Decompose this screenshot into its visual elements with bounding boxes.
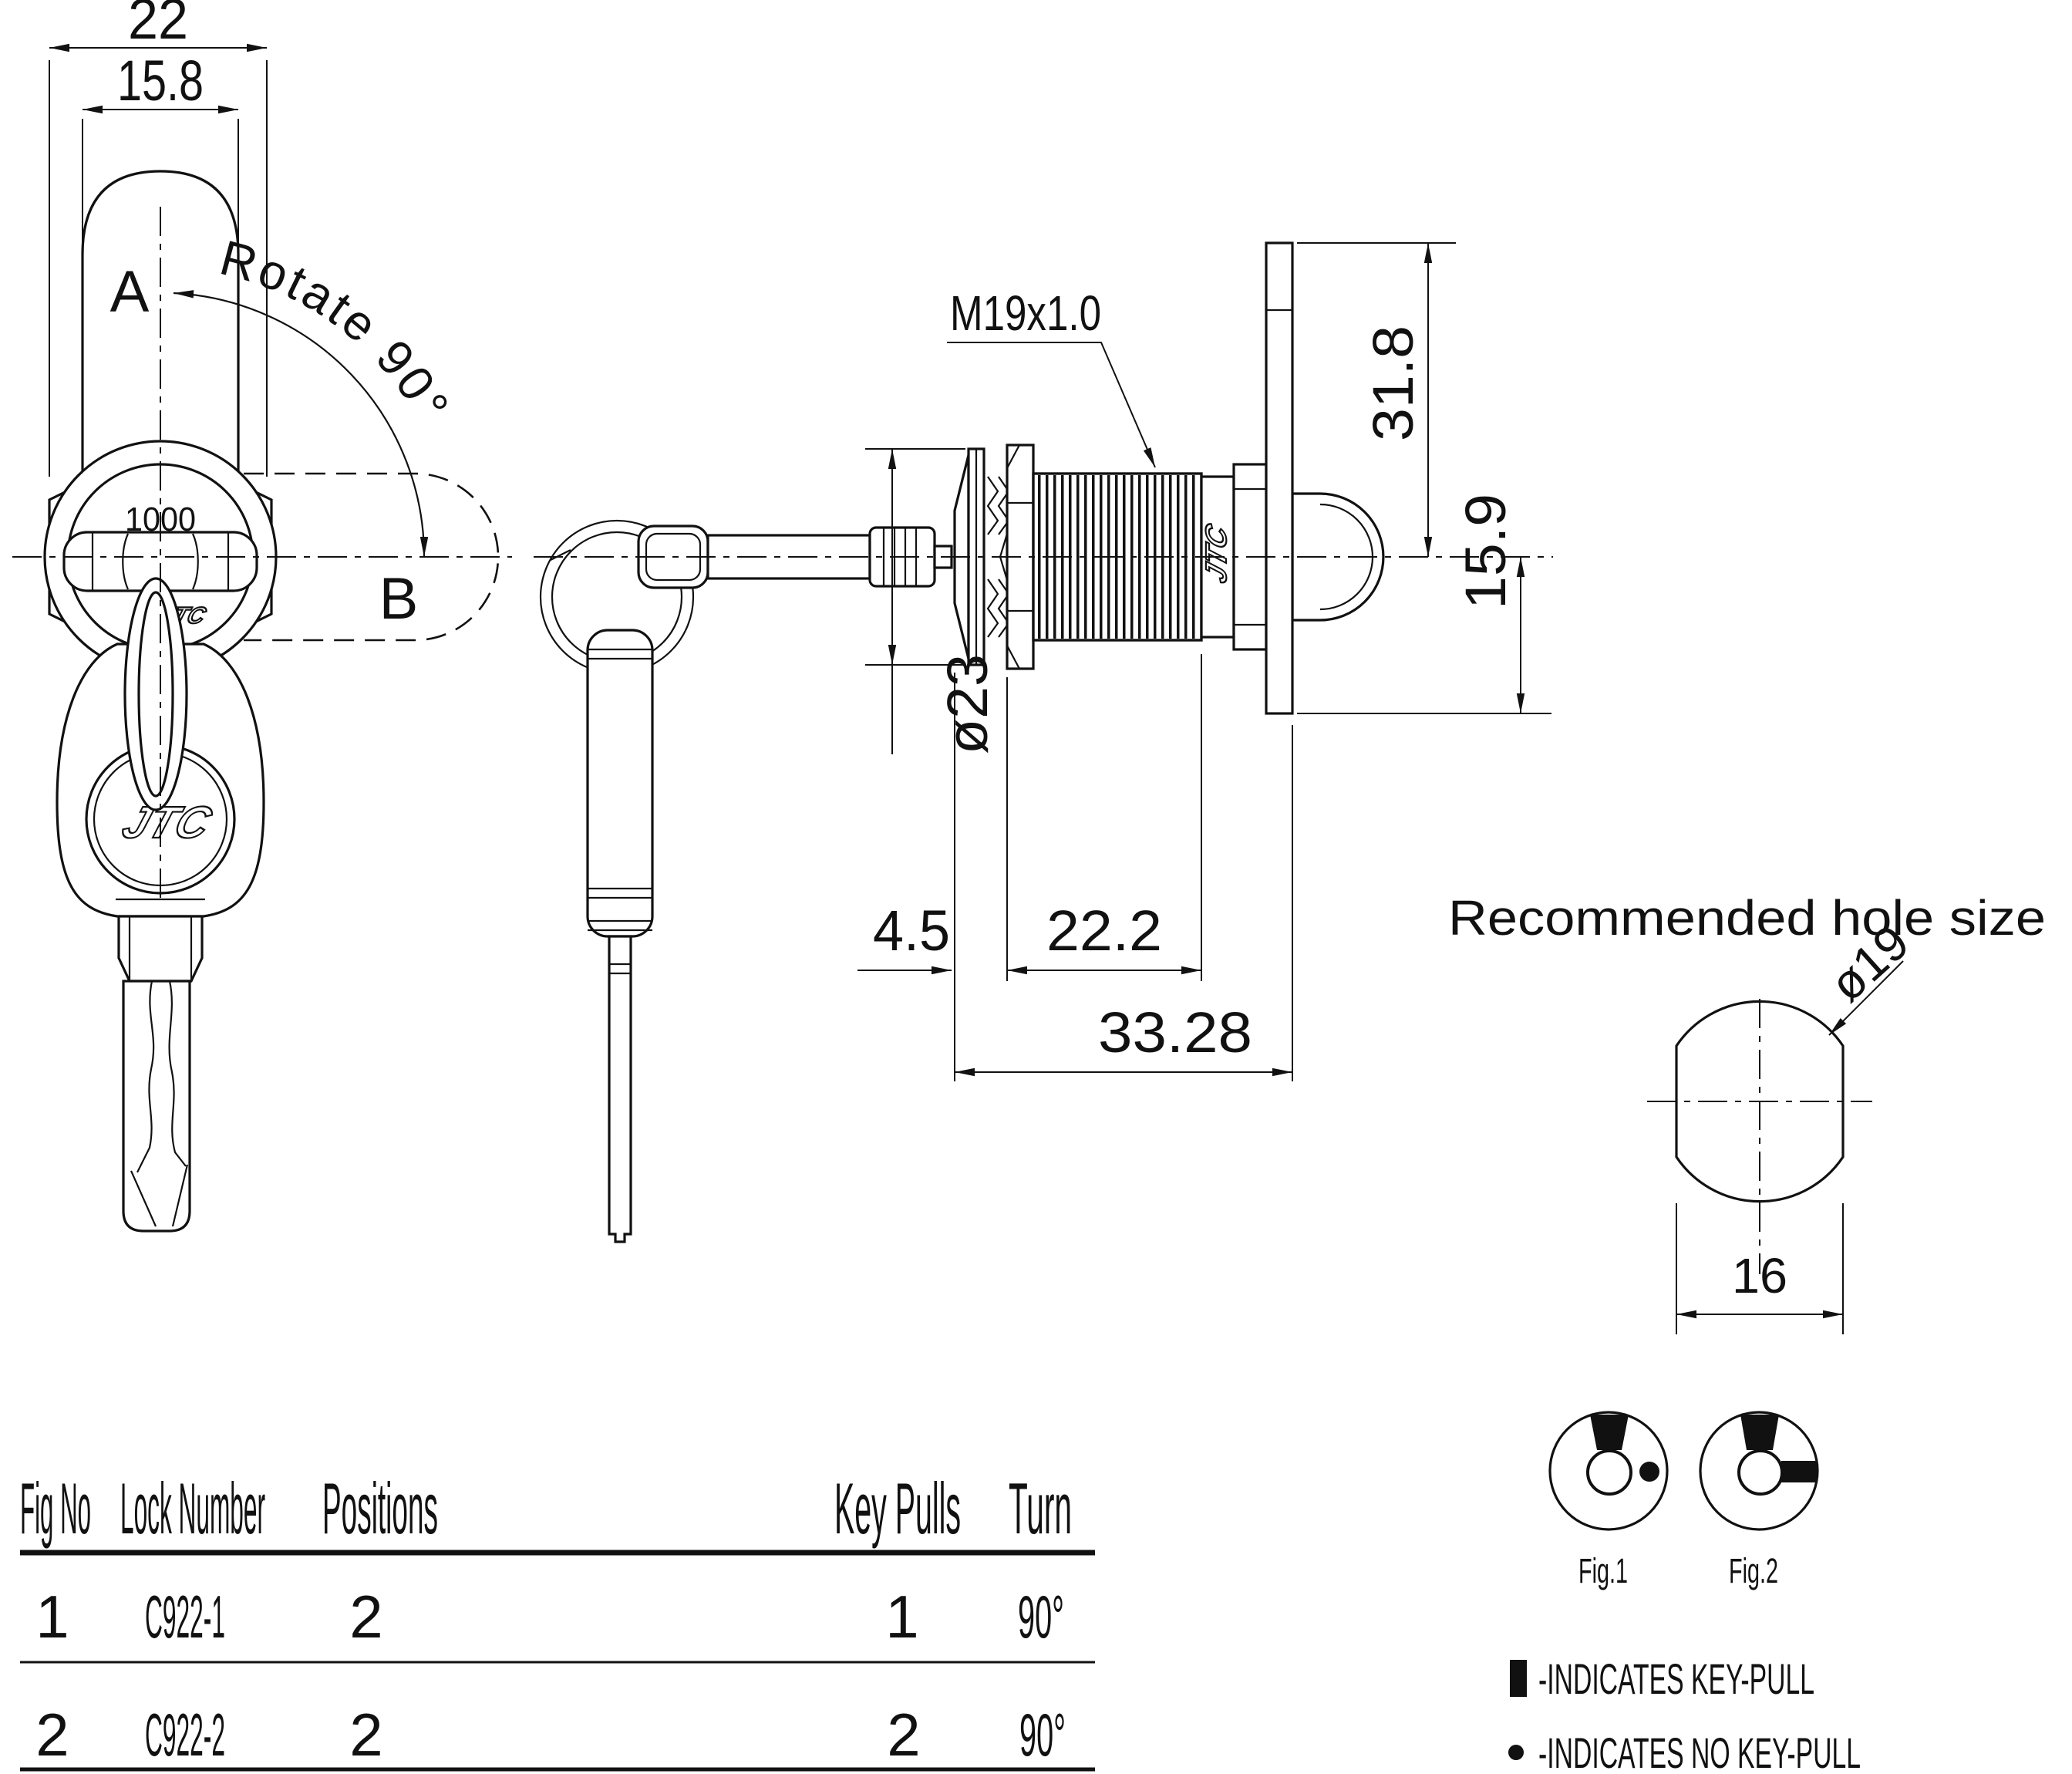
key-head-grip-detail	[91, 532, 230, 591]
vkey-bow-bands	[588, 648, 652, 932]
table-header-fig-no: Fig No	[20, 1468, 91, 1549]
fig1-label: Fig.1	[1578, 1551, 1628, 1590]
dim-15-8-extension-lines	[82, 119, 239, 275]
rotate-note-text: Rotate 90°	[214, 230, 458, 433]
fig2-symbol: Fig.2	[1699, 1411, 1819, 1590]
key-collar-lines	[128, 916, 193, 981]
row1-key-pulls: 1	[885, 1583, 918, 1651]
row1-turn: 90°	[1018, 1583, 1064, 1651]
dim-31-8-text: 31.8	[1361, 325, 1425, 441]
dim-22-2-text: 22.2	[1046, 899, 1162, 963]
table-header-turn: Turn	[1009, 1468, 1072, 1549]
fig2-keypull-bar-right-icon	[1781, 1461, 1817, 1482]
label-position-b: B	[379, 566, 419, 632]
dim-31-8: 31.8	[1297, 242, 1456, 557]
fig1-keypull-bar-icon	[1590, 1415, 1629, 1450]
chain-extension-lines	[954, 654, 1293, 1081]
dim-33-28-text: 33.28	[1098, 1000, 1252, 1064]
dim-15-8: 15.8	[82, 49, 239, 275]
key-ring-split-mark	[550, 549, 571, 561]
legend: -INDICATES KEY-PULL -INDICATES NO KEY-PU…	[1508, 1654, 1861, 1774]
double-d-hole-outline	[1675, 1000, 1845, 1203]
spec-table: Fig No Lock Number Positions Key Pulls T…	[20, 1468, 1095, 1772]
hex-nut-side-facets	[999, 444, 1033, 669]
rotate-arc	[173, 290, 429, 558]
dim-4-5-text: 4.5	[873, 899, 950, 963]
row2-turn: 90°	[1019, 1701, 1066, 1769]
row1-fig-no: 1	[35, 1583, 69, 1651]
fob-brand-logo: JTC	[116, 797, 218, 847]
ring-loop-inner	[137, 591, 174, 798]
dim-23-extensions	[865, 448, 965, 666]
thread-spec-leader	[947, 342, 1156, 468]
vkey-blade-bands	[609, 963, 631, 975]
legend-keypull-text: -INDICATES KEY-PULL	[1538, 1654, 1814, 1703]
table-row-2: 2 C922-2 2 2 90°	[35, 1701, 1066, 1769]
row1-positions: 2	[349, 1583, 382, 1651]
dim-flange-dia: ø23	[865, 448, 999, 754]
fig2-plug-circle	[1737, 1449, 1784, 1496]
fig2-label: Fig.2	[1729, 1551, 1778, 1590]
fig1-symbol: Fig.1	[1548, 1411, 1669, 1590]
key-ring-loop-front	[123, 577, 188, 811]
key-collar	[117, 915, 204, 983]
rotate-note: Rotate 90°	[214, 230, 461, 433]
dim-15-9: 15.9	[1297, 494, 1551, 714]
legend-no-keypull-text: -INDICATES NO KEY-PULL	[1538, 1728, 1861, 1774]
dim-15-8-text: 15.8	[117, 49, 204, 113]
row2-key-pulls: 2	[887, 1701, 920, 1769]
row2-lock-number: C922-2	[145, 1701, 225, 1769]
dim-22: 22	[49, 0, 268, 477]
cam-hub-lines	[1234, 487, 1266, 626]
dim-22-text: 22	[128, 0, 188, 51]
fig1-face-circle	[1548, 1411, 1669, 1531]
key-blade-cuts	[130, 980, 189, 1227]
table-row-1: 1 C922-1 2 1 90°	[35, 1583, 1064, 1651]
row2-positions: 2	[349, 1701, 382, 1769]
keypull-swatch-icon	[1510, 1660, 1527, 1697]
hole-crosshair	[1647, 999, 1872, 1274]
label-position-a: A	[110, 259, 150, 325]
table-header-key-pulls: Key Pulls	[834, 1468, 961, 1549]
dim-23-text: ø23	[935, 654, 999, 754]
dim-19-leader	[1828, 960, 1904, 1036]
cam-plate-side	[1265, 241, 1294, 715]
dim-m19: M19x1.0	[947, 285, 1156, 468]
side-view: JTC M19x1.0 31.8 15.9 ø23	[534, 241, 1553, 1243]
vkey-bow	[586, 629, 654, 938]
dim-chain: 4.5 22.2 33.28	[857, 654, 1293, 1081]
cam-handle-front	[81, 170, 240, 497]
front-view: 22 15.8 Rotate 90° A B 1000 JTC	[12, 0, 512, 1233]
fig2-face-circle	[1699, 1411, 1819, 1531]
table-header-lock-number: Lock Number	[120, 1468, 265, 1549]
wave-washer	[986, 476, 1010, 638]
fig2-keypull-bar-top-icon	[1740, 1415, 1779, 1450]
table-header-positions: Positions	[322, 1468, 438, 1549]
row2-fig-no: 2	[35, 1701, 69, 1769]
dim-15-9-text: 15.9	[1454, 494, 1518, 609]
hole-size-title: Recommended hole size	[1448, 890, 2046, 946]
fig1-plug-circle	[1586, 1449, 1632, 1496]
row1-lock-number: C922-1	[145, 1583, 225, 1651]
fig1-no-keypull-dot-icon	[1639, 1462, 1659, 1482]
barrel-brand-logo: JTC	[1201, 521, 1233, 587]
vkey-blade	[608, 935, 632, 1243]
dim-16-text: 16	[1732, 1248, 1787, 1304]
key-side-vertical	[586, 629, 654, 1243]
no-keypull-dot-icon	[1508, 1745, 1524, 1760]
hole-size-view: Recommended hole size ø19 16	[1448, 890, 2046, 1334]
thread-spec-text: M19x1.0	[950, 285, 1101, 341]
